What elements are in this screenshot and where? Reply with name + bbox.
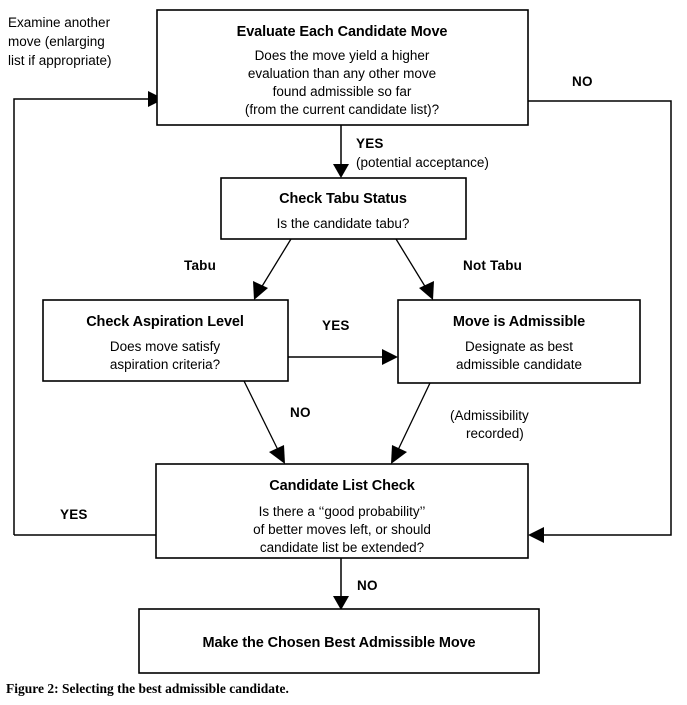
node-evaluate-title: Evaluate Each Candidate Move bbox=[237, 24, 448, 40]
label-evaluate-no: NO bbox=[572, 74, 593, 89]
node-evaluate-line2: evaluation than any other move bbox=[248, 66, 436, 81]
arrowhead-not-tabu-branch bbox=[419, 281, 434, 300]
node-aspiration-line1: Does move satisfy bbox=[110, 339, 221, 354]
node-aspiration-title: Check Aspiration Level bbox=[86, 314, 244, 330]
connector-admissible-to-candidate bbox=[391, 382, 431, 464]
node-evaluate-line3: found admissible so far bbox=[273, 84, 412, 99]
node-move-is-admissible[interactable]: Move is Admissible Designate as best adm… bbox=[397, 299, 641, 384]
node-evaluate-each-candidate-move[interactable]: Evaluate Each Candidate Move Does the mo… bbox=[156, 9, 529, 126]
label-tabu-branch: Tabu bbox=[184, 258, 216, 273]
label-reenter-note-line1: Examine another bbox=[8, 15, 111, 30]
arrowhead-aspiration-yes bbox=[382, 349, 398, 365]
connector-candidate-no bbox=[333, 558, 349, 610]
label-candidate-no: NO bbox=[357, 578, 378, 593]
label-reenter-note-line2: move (enlarging bbox=[8, 34, 105, 49]
arrowhead-evaluate-no bbox=[528, 527, 544, 543]
connector-tabu-branch bbox=[253, 238, 292, 300]
label-aspiration-yes: YES bbox=[322, 318, 350, 333]
node-candidate-list-line3: candidate list be extended? bbox=[260, 540, 424, 555]
figure-caption: Figure 2: Selecting the best admissible … bbox=[6, 681, 289, 696]
node-admissible-title: Move is Admissible bbox=[453, 314, 585, 330]
label-evaluate-yes-sub: (potential acceptance) bbox=[356, 155, 489, 170]
label-admissibility-note-line1: (Admissibility bbox=[450, 408, 529, 423]
arrowhead-candidate-no bbox=[333, 596, 349, 610]
node-candidate-list-line2: of better moves left, or should bbox=[253, 522, 431, 537]
node-candidate-list-title: Candidate List Check bbox=[269, 478, 415, 494]
connector-evaluate-no bbox=[528, 100, 672, 543]
node-tabu-status-line1: Is the candidate tabu? bbox=[277, 216, 410, 231]
label-reenter-note-line3: list if appropriate) bbox=[8, 53, 112, 68]
arrowhead-evaluate-yes bbox=[333, 164, 349, 178]
node-evaluate-line4: (from the current candidate list)? bbox=[245, 102, 439, 117]
node-admissible-line2: admissible candidate bbox=[456, 357, 582, 372]
node-check-tabu-status[interactable]: Check Tabu Status Is the candidate tabu? bbox=[220, 177, 467, 240]
node-admissible-line1: Designate as best bbox=[465, 339, 573, 354]
node-aspiration-line2: aspiration criteria? bbox=[110, 357, 220, 372]
connector-aspiration-no bbox=[243, 380, 285, 464]
node-check-aspiration-level[interactable]: Check Aspiration Level Does move satisfy… bbox=[42, 299, 289, 382]
connector-not-tabu-branch bbox=[395, 238, 434, 300]
label-aspiration-no: NO bbox=[290, 405, 311, 420]
connector-aspiration-yes bbox=[288, 349, 398, 365]
node-make-move-title: Make the Chosen Best Admissible Move bbox=[202, 635, 475, 651]
label-admissibility-note-line2: recorded) bbox=[466, 426, 524, 441]
label-evaluate-yes: YES bbox=[356, 136, 384, 151]
connector-evaluate-yes bbox=[333, 125, 349, 178]
node-candidate-list-check[interactable]: Candidate List Check Is there a ‘‘good p… bbox=[155, 463, 529, 559]
arrowhead-aspiration-no bbox=[269, 445, 285, 464]
arrowhead-tabu-branch bbox=[253, 281, 268, 300]
connector-reentry-loop bbox=[13, 91, 164, 535]
arrowhead-reentry bbox=[148, 91, 164, 107]
label-candidate-yes: YES bbox=[60, 507, 88, 522]
label-not-tabu-branch: Not Tabu bbox=[463, 258, 522, 273]
node-make-chosen-best-admissible-move[interactable]: Make the Chosen Best Admissible Move bbox=[138, 608, 540, 674]
node-tabu-status-title: Check Tabu Status bbox=[279, 191, 407, 207]
node-evaluate-line1: Does the move yield a higher bbox=[255, 48, 430, 63]
node-candidate-list-line1: Is there a ‘‘good probability’’ bbox=[259, 504, 426, 519]
arrowhead-admissible-to-candidate bbox=[391, 445, 407, 464]
